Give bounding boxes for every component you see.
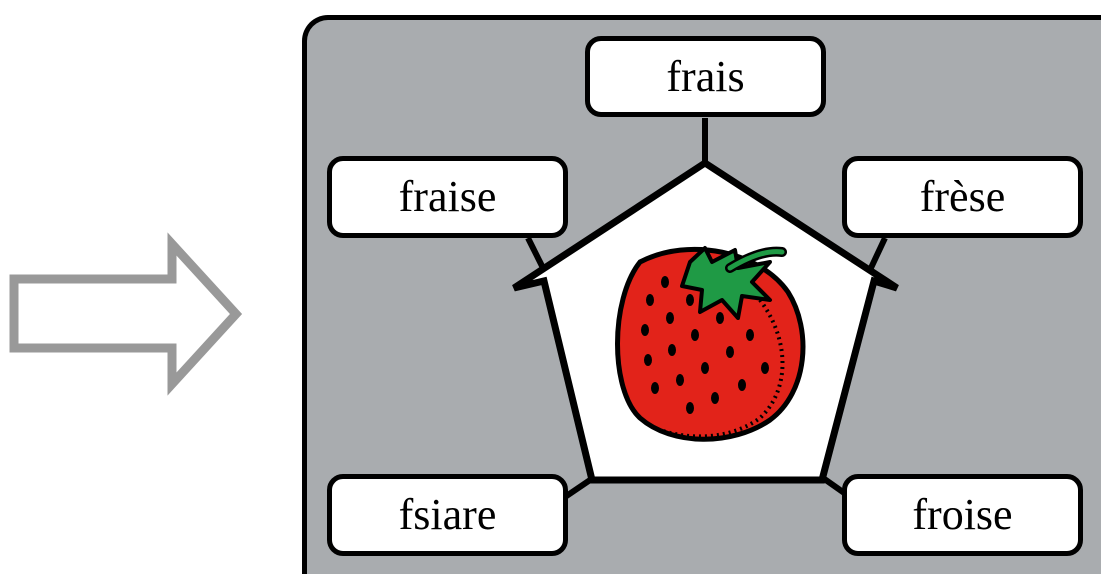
- word-option-upper-right[interactable]: frèse: [842, 156, 1083, 238]
- strawberry-icon: [615, 246, 806, 442]
- word-option-upper-left[interactable]: fraise: [327, 156, 568, 238]
- word-option-lower-left[interactable]: fsiare: [327, 474, 568, 556]
- word-option-lower-right[interactable]: froise: [842, 474, 1083, 556]
- right-arrow-icon: [9, 232, 243, 396]
- word-option-top[interactable]: frais: [585, 36, 826, 117]
